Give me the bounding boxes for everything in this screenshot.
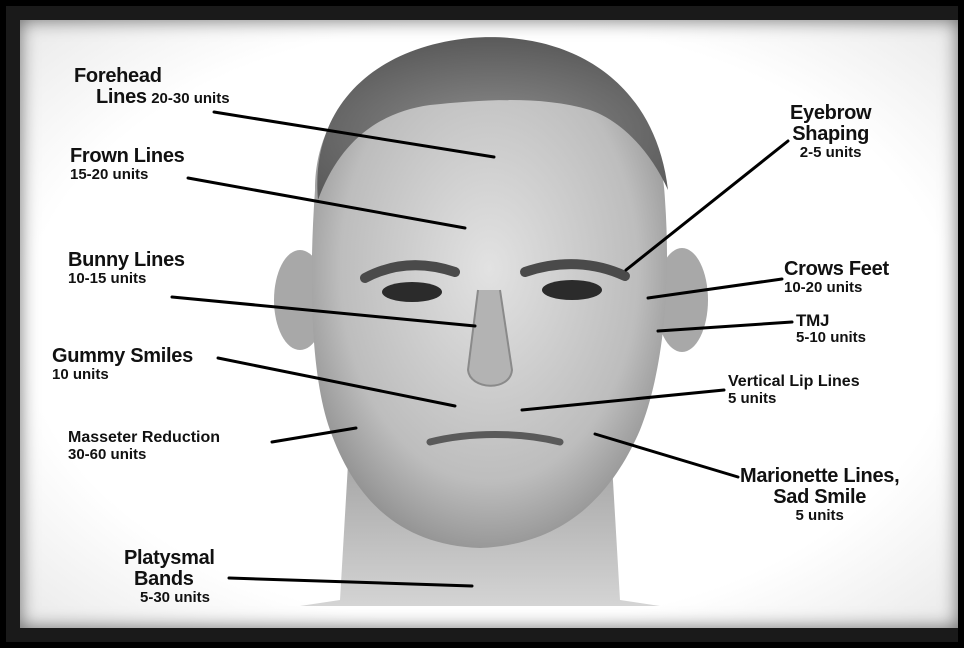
platysmal-title-2: Bands xyxy=(124,569,215,590)
lip-title: Vertical Lip Lines xyxy=(728,374,860,391)
masseter-label: Masseter Reduction 30-60 units xyxy=(68,430,220,463)
lip-leader xyxy=(522,390,724,410)
platysmal-units: 5-30 units xyxy=(124,590,215,606)
bunny-label: Bunny Lines 10-15 units xyxy=(68,250,185,287)
eyebrow-title-2: Shaping xyxy=(790,124,871,145)
marionette-leader xyxy=(595,434,738,477)
lip-label: Vertical Lip Lines 5 units xyxy=(728,374,860,407)
gummy-units: 10 units xyxy=(52,367,193,383)
bunny-units: 10-15 units xyxy=(68,271,185,287)
gummy-title: Gummy Smiles xyxy=(52,346,193,367)
marionette-label: Marionette Lines, Sad Smile 5 units xyxy=(740,466,899,524)
eyebrow-units: 2-5 units xyxy=(790,145,871,161)
platysmal-leader xyxy=(229,578,472,586)
crows-title: Crows Feet xyxy=(784,259,889,280)
marionette-units: 5 units xyxy=(740,508,899,524)
platysmal-label: Platysmal Bands 5-30 units xyxy=(124,548,215,606)
frown-title: Frown Lines xyxy=(70,146,184,167)
bunny-title: Bunny Lines xyxy=(68,250,185,271)
masseter-leader xyxy=(272,428,356,442)
eyebrow-label: Eyebrow Shaping 2-5 units xyxy=(790,103,871,161)
platysmal-title-1: Platysmal xyxy=(124,548,215,569)
marionette-title-1: Marionette Lines, xyxy=(740,466,899,487)
forehead-units: 20-30 units xyxy=(151,90,229,107)
eyebrow-leader xyxy=(626,141,788,270)
forehead-title-2: Lines xyxy=(96,86,147,108)
masseter-units: 30-60 units xyxy=(68,447,220,463)
forehead-label: Forehead Lines 20-30 units xyxy=(74,66,230,108)
forehead-title-1: Forehead xyxy=(74,66,230,87)
crows-leader xyxy=(648,279,782,298)
forehead-leader xyxy=(214,112,494,157)
lip-units: 5 units xyxy=(728,391,860,407)
gummy-label: Gummy Smiles 10 units xyxy=(52,346,193,383)
eyebrow-title-1: Eyebrow xyxy=(790,103,871,124)
tmj-units: 5-10 units xyxy=(796,330,866,346)
crows-label: Crows Feet 10-20 units xyxy=(784,259,889,296)
marionette-title-2: Sad Smile xyxy=(740,487,899,508)
frown-label: Frown Lines 15-20 units xyxy=(70,146,184,183)
tmj-title: TMJ xyxy=(796,312,866,330)
masseter-title: Masseter Reduction xyxy=(68,430,220,447)
tmj-label: TMJ 5-10 units xyxy=(796,312,866,346)
frown-units: 15-20 units xyxy=(70,167,184,183)
gummy-leader xyxy=(218,358,455,406)
bunny-leader xyxy=(172,297,475,326)
frown-leader xyxy=(188,178,465,228)
tmj-leader xyxy=(658,322,792,331)
crows-units: 10-20 units xyxy=(784,280,889,296)
